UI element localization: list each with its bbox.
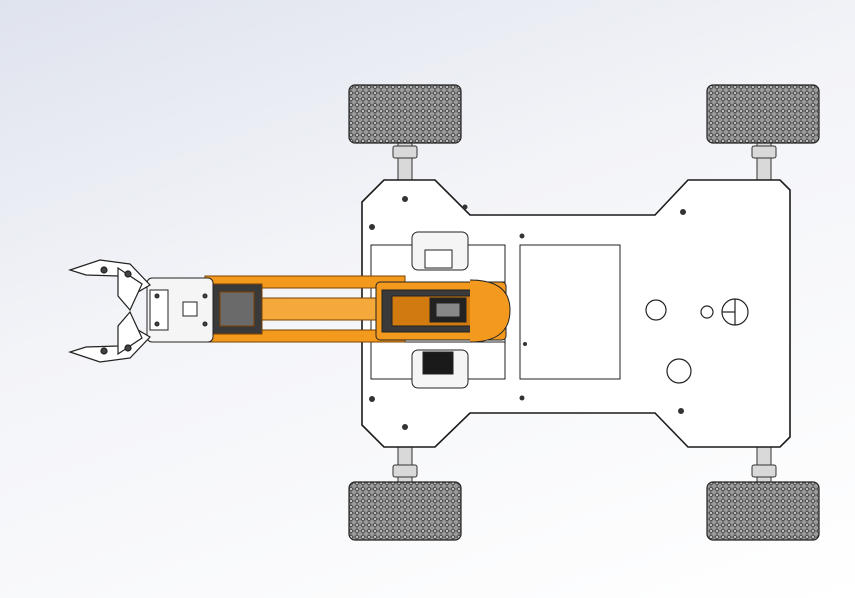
base-servo bbox=[375, 279, 511, 343]
motor-mounts bbox=[411, 231, 469, 389]
cable-holes bbox=[645, 298, 749, 384]
front-left-wheel bbox=[348, 84, 462, 144]
mount-holes bbox=[369, 196, 686, 430]
rear-left-wheel bbox=[706, 84, 820, 144]
upper-arm-link bbox=[204, 275, 406, 343]
rear-right-wheel bbox=[706, 481, 820, 541]
gripper bbox=[68, 259, 151, 363]
front-right-wheel bbox=[348, 481, 462, 541]
wrist-servo bbox=[146, 277, 214, 343]
axles bbox=[392, 139, 777, 483]
